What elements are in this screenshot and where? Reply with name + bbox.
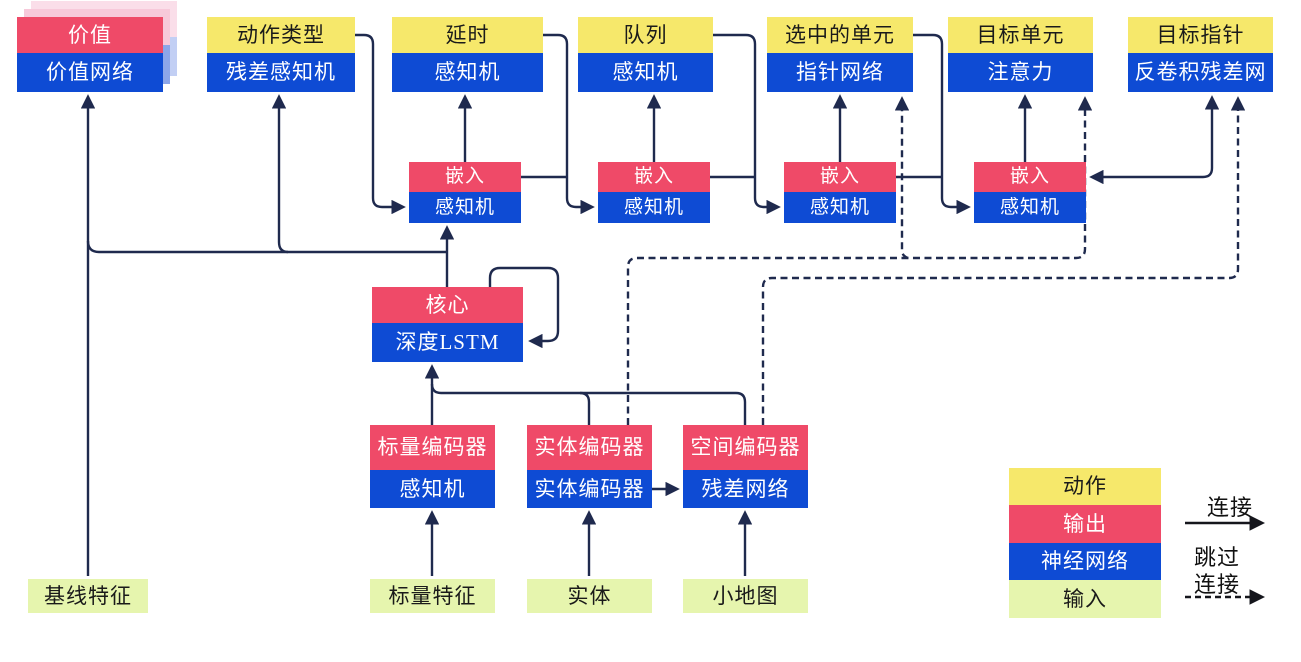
- entity-encoder-label: 实体编码器: [527, 425, 652, 470]
- embedding1-label: 嵌入: [409, 162, 521, 192]
- node-scalar-encoder: 标量编码器 感知机: [370, 425, 495, 508]
- embedding4-label: 嵌入: [974, 162, 1086, 192]
- input-minimap: 小地图: [683, 579, 808, 613]
- delay-label: 延时: [392, 17, 543, 53]
- node-delay: 延时 感知机: [392, 17, 543, 92]
- target-pointer-network-label: 反卷积残差网: [1128, 53, 1273, 92]
- legend-network: 神经网络: [1009, 543, 1161, 580]
- edge-spatial-encoder-merge: [430, 383, 747, 425]
- edge-selected-units-to-embedding4: [913, 33, 971, 215]
- action-type-label: 动作类型: [207, 17, 355, 53]
- input-entities: 实体: [527, 579, 652, 613]
- embedding4-network-label: 感知机: [974, 192, 1086, 223]
- target-unit-network-label: 注意力: [948, 53, 1093, 92]
- legend-connection-label: 连接: [1206, 495, 1253, 520]
- edge-delay-to-embedding2: [543, 33, 595, 215]
- edge-core-out-horizontal: [86, 240, 447, 254]
- node-embedding-3: 嵌入 感知机: [784, 162, 896, 223]
- embedding1-network-label: 感知机: [409, 192, 521, 223]
- delay-network-label: 感知机: [392, 53, 543, 92]
- embedding2-network-label: 感知机: [598, 192, 710, 223]
- selected-units-label: 选中的单元: [767, 17, 913, 53]
- node-entity-encoder: 实体编码器 实体编码器: [527, 425, 652, 508]
- edge-action-type-to-embedding1: [355, 33, 406, 215]
- value-network-label: 价值网络: [17, 53, 163, 92]
- legend-skip-label-line1: 跳过: [1193, 545, 1240, 570]
- embedding2-label: 嵌入: [598, 162, 710, 192]
- node-embedding-4: 嵌入 感知机: [974, 162, 1086, 223]
- scalar-encoder-network-label: 感知机: [370, 470, 495, 508]
- skip-spatial-to-target-pointer: [761, 96, 1246, 425]
- selected-units-network-label: 指针网络: [767, 53, 913, 92]
- node-value: 价值 价值网络: [17, 1, 177, 92]
- target-unit-label: 目标单元: [948, 17, 1093, 53]
- edge-entity-encoder-merge: [579, 391, 591, 425]
- edge-branch-to-action-type: [271, 94, 289, 254]
- node-embedding-2: 嵌入 感知机: [598, 162, 710, 223]
- skip-entity-to-target-unit: [626, 96, 1093, 425]
- input-baseline-features: 基线特征: [28, 579, 148, 613]
- action-type-network-label: 残差感知机: [207, 53, 355, 92]
- legend-output: 输出: [1009, 505, 1161, 543]
- queue-label: 队列: [578, 17, 713, 53]
- node-embedding-1: 嵌入 感知机: [409, 162, 521, 223]
- scalar-encoder-label: 标量编码器: [370, 425, 495, 470]
- core-label: 核心: [372, 287, 523, 323]
- legend: 动作 输出 神经网络 输入: [1009, 468, 1161, 618]
- spatial-encoder-network-label: 残差网络: [683, 470, 808, 508]
- node-queue: 队列 感知机: [578, 17, 713, 92]
- edge-embedding4-to-target-pointer: [1089, 95, 1220, 185]
- target-pointer-label: 目标指针: [1128, 17, 1273, 53]
- node-action-type: 动作类型 残差感知机: [207, 17, 355, 92]
- core-network-label: 深度LSTM: [372, 323, 523, 362]
- entity-encoder-network-label: 实体编码器: [527, 470, 652, 508]
- edge-queue-to-embedding3: [713, 33, 781, 215]
- value-output-label: 价值: [17, 17, 163, 53]
- legend-input: 输入: [1009, 580, 1161, 618]
- embedding3-network-label: 感知机: [784, 192, 896, 223]
- node-target-pointer: 目标指针 反卷积残差网: [1128, 17, 1273, 92]
- node-target-unit: 目标单元 注意力: [948, 17, 1093, 92]
- node-selected-units: 选中的单元 指针网络: [767, 17, 913, 92]
- node-spatial-encoder: 空间编码器 残差网络: [683, 425, 808, 508]
- edge-lstm-self-loop: [488, 266, 560, 349]
- legend-action: 动作: [1009, 468, 1161, 505]
- skip-entity-to-selected-units: [894, 96, 910, 260]
- input-scalar-features: 标量特征: [370, 579, 495, 613]
- legend-skip-label-line2: 连接: [1193, 572, 1240, 597]
- embedding3-label: 嵌入: [784, 162, 896, 192]
- queue-network-label: 感知机: [578, 53, 713, 92]
- node-core: 核心 深度LSTM: [372, 287, 523, 362]
- spatial-encoder-label: 空间编码器: [683, 425, 808, 470]
